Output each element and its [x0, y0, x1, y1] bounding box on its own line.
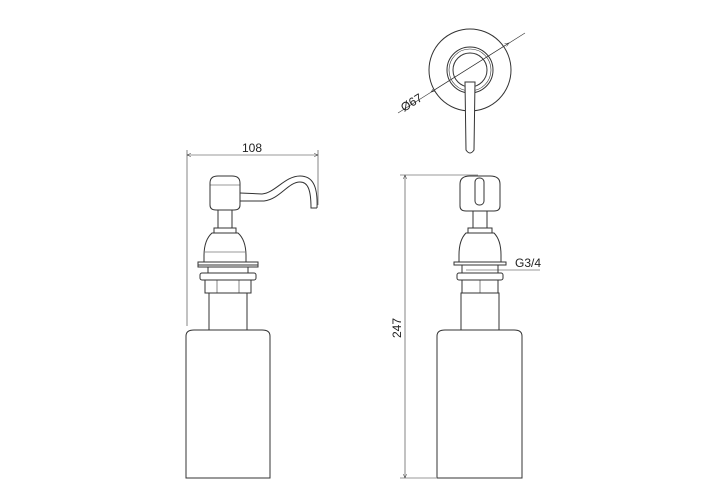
- top-view: Ø67: [397, 28, 526, 154]
- diameter-dimension-label: Ø67: [398, 90, 425, 114]
- width-dimension-label: 108: [242, 141, 262, 155]
- washer: [199, 272, 257, 281]
- lever-front: [474, 177, 485, 206]
- thread: [461, 264, 499, 274]
- front-view: 247 G3/4: [390, 175, 541, 478]
- pump-head: [209, 175, 241, 211]
- thread-label: G3/4: [515, 256, 541, 270]
- bottle: [436, 329, 523, 479]
- neck: [472, 210, 488, 229]
- bell-body: [458, 232, 502, 263]
- tube: [208, 292, 248, 331]
- bottle: [185, 329, 271, 479]
- washer: [456, 272, 504, 281]
- nut: [204, 279, 252, 294]
- tube: [460, 292, 500, 331]
- diameter-dimension-line: [431, 43, 509, 92]
- spout: [239, 175, 318, 209]
- pump-lever: [464, 81, 476, 154]
- neck: [217, 209, 233, 229]
- bell-body: [203, 232, 247, 263]
- side-view: 108: [185, 141, 318, 479]
- height-dimension-label: 247: [390, 318, 404, 338]
